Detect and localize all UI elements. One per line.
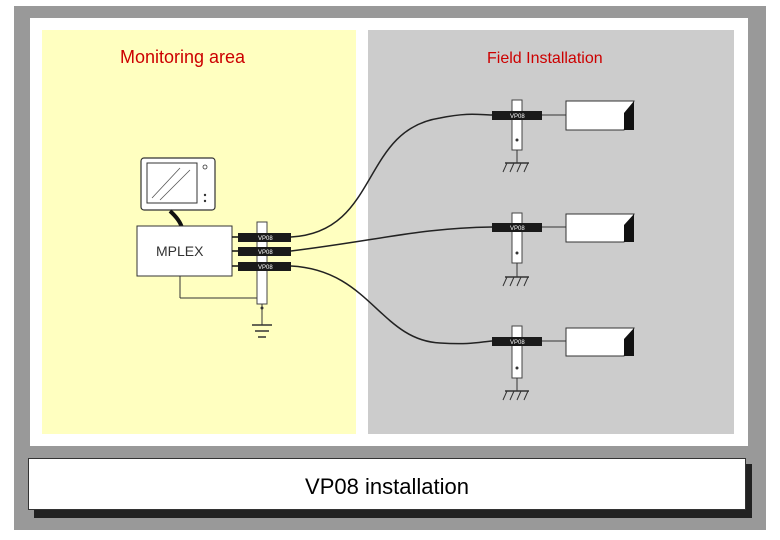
ground-symbol-icon	[502, 276, 529, 287]
video-cable	[290, 113, 493, 238]
svg-text:VP08: VP08	[258, 250, 273, 256]
field-camera-unit: VP08	[492, 99, 635, 173]
vp08-protector-icon: VP08	[238, 233, 291, 242]
field-camera-unit: VP08	[492, 212, 635, 287]
monitoring-area-title: Monitoring area	[120, 47, 246, 67]
svg-text:VP08: VP08	[510, 340, 525, 346]
field-installation-title: Field Installation	[487, 50, 603, 67]
ground-symbol-icon	[502, 390, 529, 401]
camera-icon	[565, 327, 635, 357]
mplex-label: MPLEX	[156, 243, 204, 259]
svg-text:VP08: VP08	[510, 226, 525, 232]
field-camera-unit: VP08	[492, 325, 635, 401]
camera-icon	[565, 213, 635, 243]
ground-node	[260, 306, 264, 310]
ground-symbol-icon	[502, 162, 529, 173]
vp08-protector-icon: VP08	[238, 247, 291, 256]
field-installation-zone	[368, 30, 734, 434]
video-cable	[290, 226, 493, 252]
caption-text: VP08 installation	[305, 474, 469, 499]
mounting-rail	[511, 212, 523, 264]
mounting-rail	[511, 325, 523, 379]
monitor-cable	[168, 209, 184, 229]
vp08-protector-icon	[492, 223, 542, 232]
camera-lens-icon	[624, 214, 634, 242]
camera-lens-icon	[624, 101, 634, 130]
camera-lens-icon	[624, 328, 634, 356]
mplex-box	[136, 225, 233, 277]
monitor-icon	[140, 157, 216, 211]
vp08-protector-icon: VP08	[238, 262, 291, 271]
vp08-protector-icon	[492, 111, 542, 120]
svg-text:VP08: VP08	[510, 114, 525, 120]
svg-text:VP08: VP08	[258, 236, 273, 242]
camera-icon	[565, 100, 635, 131]
vp08-protector-icon	[492, 337, 542, 346]
caption-box: VP08 installation	[28, 458, 746, 510]
ground-symbol-icon	[252, 324, 272, 338]
mounting-rail	[511, 99, 523, 151]
svg-text:VP08: VP08	[258, 265, 273, 271]
video-cable	[290, 265, 493, 345]
